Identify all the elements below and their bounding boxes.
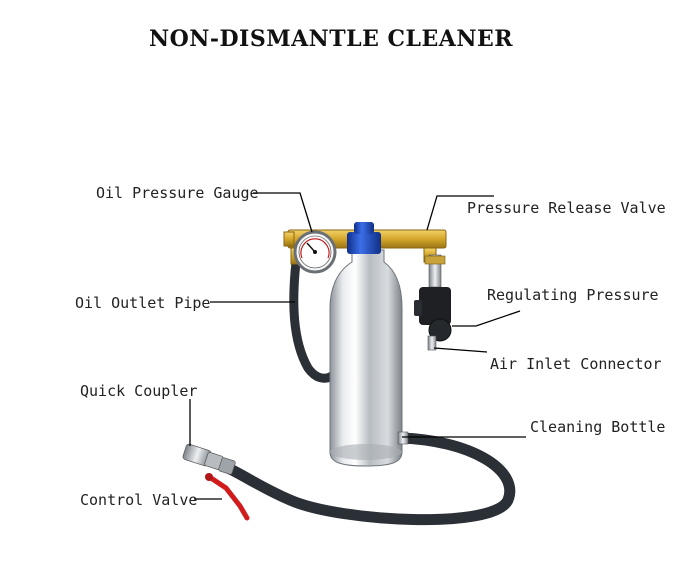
label-quick-coupler: Quick Coupler <box>80 382 198 400</box>
quick-coupler <box>182 443 236 475</box>
label-oil-outlet-pipe: Oil Outlet Pipe <box>75 294 211 312</box>
label-air-inlet-connector: Air Inlet Connector <box>490 355 662 373</box>
page-title: NON-DISMANTLE CLEANER <box>148 26 514 52</box>
oil-outlet-hose <box>289 257 341 383</box>
leader-pressure-release-valve <box>426 195 494 231</box>
oil-pressure-gauge <box>293 230 337 274</box>
leader-regulating-pressure <box>452 310 521 327</box>
leader-lines <box>189 192 526 500</box>
label-pressure-release-valve: Pressure Release Valve <box>467 199 666 217</box>
cleaning-bottle <box>329 249 403 467</box>
label-cleaning-bottle: Cleaning Bottle <box>530 418 666 436</box>
long-hose <box>222 432 516 526</box>
pressure-regulator <box>414 254 452 351</box>
label-oil-pressure-gauge: Oil Pressure Gauge <box>96 184 259 202</box>
blue-cap <box>347 222 381 254</box>
leader-oil-pressure-gauge <box>253 192 313 233</box>
label-regulating-pressure: Regulating Pressure <box>487 286 659 304</box>
leader-air-inlet-connector <box>433 347 488 353</box>
bottle-outlet-fitting <box>397 431 409 445</box>
control-valve <box>205 473 250 521</box>
label-control-valve: Control Valve <box>80 491 198 509</box>
